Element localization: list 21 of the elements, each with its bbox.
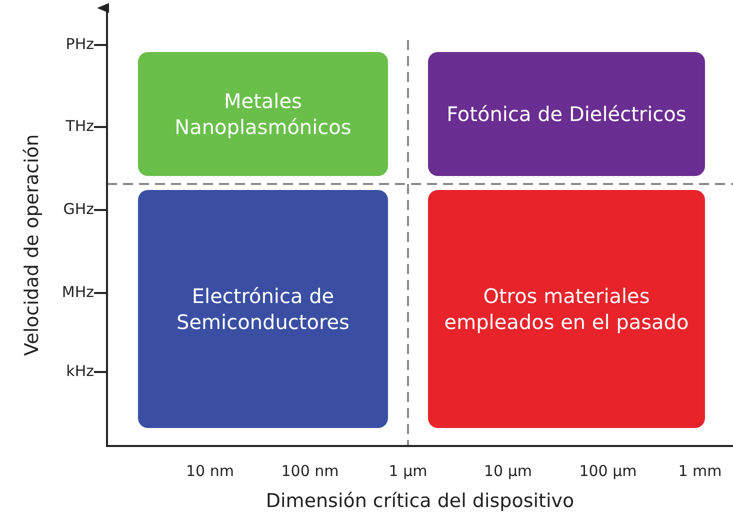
x-tick-label: 1 mm	[678, 462, 722, 480]
x-tick-label: 10 nm	[186, 462, 234, 480]
y-axis-title: Velocidad de operación	[21, 134, 43, 356]
y-tick-label: PHz	[66, 35, 94, 53]
quadrant-box	[428, 52, 705, 176]
y-tick-label: kHz	[66, 362, 94, 380]
x-tick-label: 1 µm	[388, 462, 428, 480]
quadrant-label: Fotónica de Dieléctricos	[446, 101, 686, 127]
y-tick-label: MHz	[62, 283, 94, 301]
quadrant-box	[138, 52, 388, 176]
x-tick-label: 100 nm	[281, 462, 339, 480]
y-tick-label: THz	[66, 117, 94, 135]
quadrant-box	[428, 190, 705, 428]
quadrant-label: Metales Nanoplasmónicos	[174, 88, 352, 140]
x-axis-title: Dimensión crítica del dispositivo	[266, 490, 574, 512]
quadrant-label: Otros materiales empleados en el pasado	[443, 283, 690, 335]
x-tick-label: 100 µm	[579, 462, 637, 480]
quadrant-box	[138, 190, 388, 428]
quadrant-label: Electrónica de Semiconductores	[176, 283, 350, 335]
y-tick-label: GHz	[63, 200, 94, 218]
x-tick-label: 10 µm	[484, 462, 532, 480]
